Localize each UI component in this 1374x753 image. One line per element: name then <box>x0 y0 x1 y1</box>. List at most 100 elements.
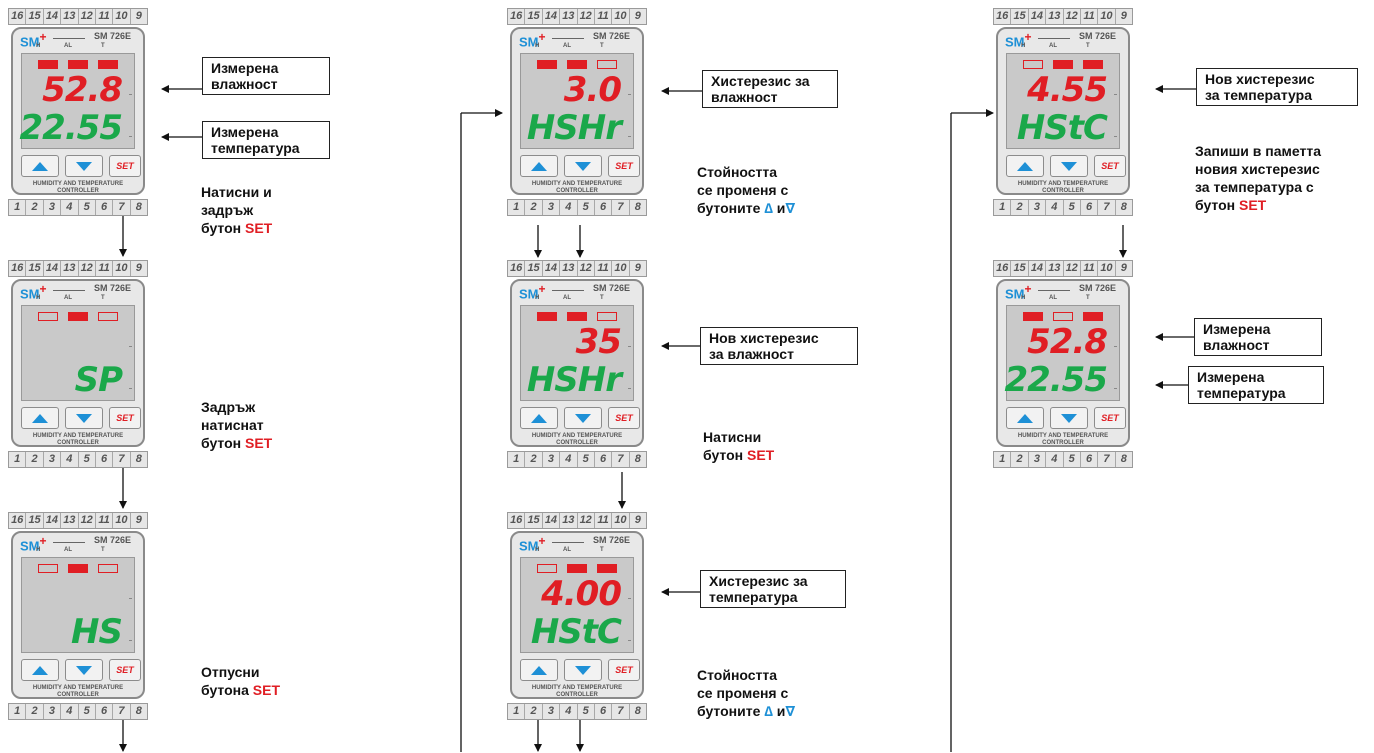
terminal-number: 8 <box>1120 453 1127 465</box>
set-button[interactable]: SET <box>1094 155 1126 177</box>
terminal-number: 7 <box>113 704 131 719</box>
step-change-value-1: Стойността се променя с бутоните ∆ и∇ <box>697 164 796 216</box>
up-button[interactable] <box>1006 407 1044 429</box>
terminal-number: 1 <box>508 200 526 215</box>
terminal-number: 3 <box>543 200 561 215</box>
indicator-label-h: H <box>36 547 41 553</box>
terminal-number: 14 <box>543 261 561 276</box>
brand-logo: SM+ <box>519 534 546 554</box>
terminal-number: 15 <box>1011 261 1029 276</box>
terminal-number: 1 <box>9 200 27 215</box>
up-button[interactable] <box>21 155 59 177</box>
terminal-number: 6 <box>595 200 613 215</box>
brand-logo: SM+ <box>1005 30 1032 50</box>
step-release: Отпусни бутона SET <box>201 664 281 698</box>
terminal-number: 4 <box>1046 452 1064 467</box>
display-top-value: 4.55 <box>1027 70 1108 110</box>
brand-logo: SM+ <box>20 282 47 302</box>
set-button[interactable]: SET <box>1094 407 1126 429</box>
terminal-number: 6 <box>96 452 114 467</box>
terminal-number: 6 <box>1081 200 1099 215</box>
bottom-terminal-strip: 1 2 3 4 5 6 7 8 <box>507 703 647 720</box>
terminal-number: 2 <box>26 704 44 719</box>
terminal-number: 13 <box>560 9 578 24</box>
down-button[interactable] <box>564 407 602 429</box>
terminal-number: 9 <box>135 514 142 526</box>
terminal-number: 6 <box>1081 452 1099 467</box>
terminal-number: 1 <box>508 452 526 467</box>
terminal-number: 10 <box>1098 9 1116 24</box>
down-arrow-icon <box>76 162 92 171</box>
display-screen: SP <box>21 305 135 401</box>
down-button[interactable] <box>564 155 602 177</box>
terminal-number: 9 <box>1120 262 1127 274</box>
terminal-number: 7 <box>113 452 131 467</box>
terminal-number: 6 <box>96 200 114 215</box>
model-label: SM 726E <box>93 535 131 545</box>
terminal-number: 3 <box>543 704 561 719</box>
set-button[interactable]: SET <box>109 155 141 177</box>
controller-device-p5: 16 15 14 13 12 11 10 9 SM+ SM 726E H AL … <box>507 260 647 468</box>
down-arrow-icon <box>76 666 92 675</box>
device-front-panel: SM+ SM 726E H AL T HS SET HUMIDITY AND T… <box>11 531 145 699</box>
up-button[interactable] <box>21 407 59 429</box>
down-button[interactable] <box>564 659 602 681</box>
model-label: SM 726E <box>1078 31 1116 41</box>
terminal-number: 3 <box>1029 200 1047 215</box>
indicator-label-h: H <box>36 295 41 301</box>
led-al <box>567 60 587 69</box>
step-press-set: Натисни бутон SET <box>703 429 775 463</box>
up-button[interactable] <box>520 659 558 681</box>
terminal-number: 14 <box>543 513 561 528</box>
indicator-label-h: H <box>1021 43 1026 49</box>
terminal-number: 13 <box>1046 261 1064 276</box>
indicator-label-al: AL <box>64 547 72 553</box>
down-arrow-icon <box>575 414 591 423</box>
down-button[interactable] <box>65 407 103 429</box>
display-bottom-value: SP <box>74 360 123 400</box>
down-button[interactable] <box>1050 155 1088 177</box>
up-button[interactable] <box>21 659 59 681</box>
up-button[interactable] <box>1006 155 1044 177</box>
step-keep-pressed: Задръж натиснат бутон SET <box>201 399 273 451</box>
terminal-number: 4 <box>61 704 79 719</box>
down-button[interactable] <box>65 155 103 177</box>
terminal-number: 14 <box>44 9 62 24</box>
terminal-number: 12 <box>578 513 595 528</box>
led-t <box>1083 312 1103 321</box>
terminal-number: 13 <box>560 261 578 276</box>
set-button[interactable]: SET <box>608 659 640 681</box>
up-button[interactable] <box>520 155 558 177</box>
set-button[interactable]: SET <box>109 407 141 429</box>
device-front-panel: SM+ SM 726E H AL T 52.8 22.55 SET HUMIDI… <box>11 27 145 195</box>
set-button[interactable]: SET <box>109 659 141 681</box>
down-arrow-icon <box>575 666 591 675</box>
terminal-number: 7 <box>612 452 630 467</box>
terminal-number: 6 <box>595 452 613 467</box>
terminal-number: 11 <box>96 261 114 276</box>
terminal-number: 10 <box>612 9 630 24</box>
terminal-number: 3 <box>44 200 62 215</box>
indicator-label-t: T <box>600 547 604 553</box>
down-button[interactable] <box>65 659 103 681</box>
top-terminal-strip: 16 15 14 13 12 11 10 9 <box>8 260 148 277</box>
down-button[interactable] <box>1050 407 1088 429</box>
set-button[interactable]: SET <box>608 155 640 177</box>
terminal-number: 9 <box>135 262 142 274</box>
indicator-label-t: T <box>600 43 604 49</box>
led-h <box>1023 312 1043 321</box>
bottom-terminal-strip: 1 2 3 4 5 6 7 8 <box>993 199 1133 216</box>
set-button[interactable]: SET <box>608 407 640 429</box>
up-button[interactable] <box>520 407 558 429</box>
terminal-number: 8 <box>634 201 641 213</box>
device-front-panel: SM+ SM 726E H AL T 4.00 HStC SET HUMIDIT… <box>510 531 644 699</box>
display-top-value: 4.00 <box>541 574 622 614</box>
terminal-number: 4 <box>61 452 79 467</box>
terminal-number: 3 <box>1029 452 1047 467</box>
led-al <box>567 564 587 573</box>
device-front-panel: SM+ SM 726E H AL T 3.0 HSHr SET HUMIDITY… <box>510 27 644 195</box>
terminal-number: 8 <box>634 453 641 465</box>
